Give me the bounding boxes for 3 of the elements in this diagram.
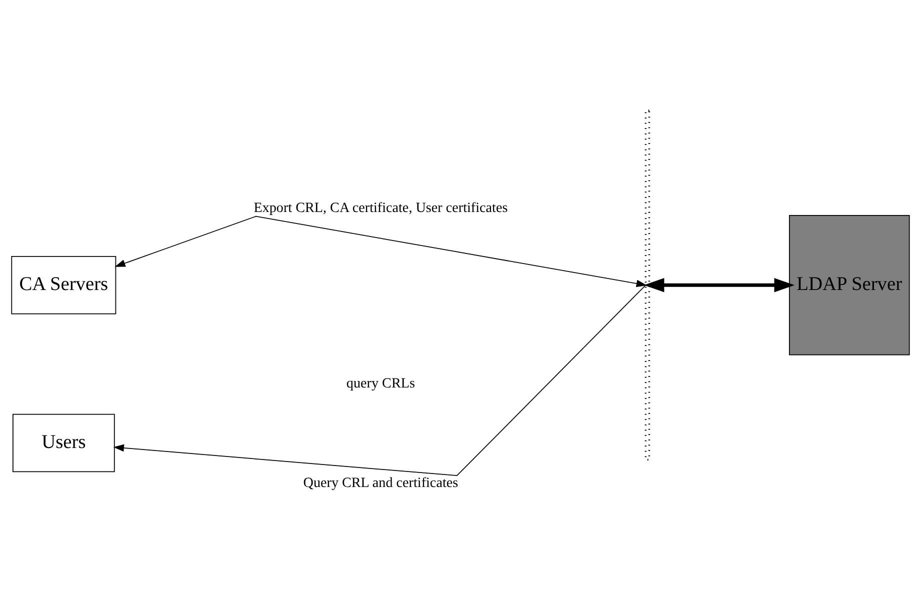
- label: query CRLs: [346, 374, 415, 391]
- edge-label: Query CRL and certificates: [303, 474, 458, 490]
- edge-label: Export CRL, CA certificate, User certificates: [254, 199, 508, 216]
